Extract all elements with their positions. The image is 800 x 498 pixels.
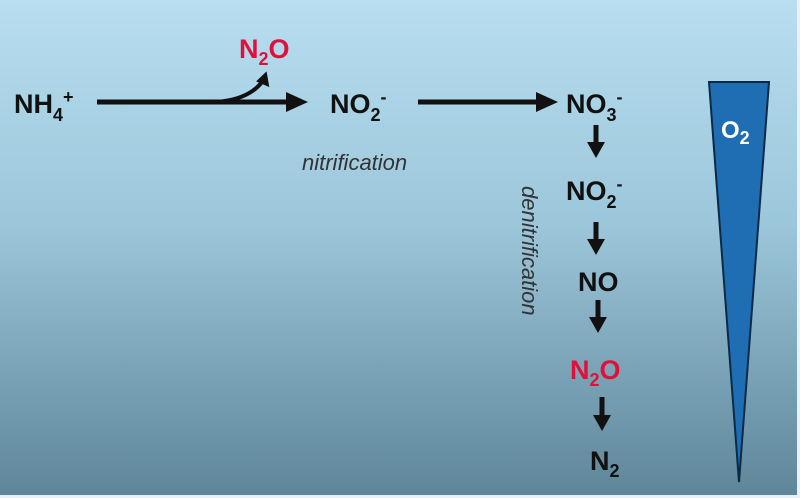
denitrification-arrow-2 [587, 222, 605, 255]
oxygen-gradient-wedge [707, 81, 771, 483]
nitrification-arrow-2 [418, 92, 558, 112]
denitrification-arrow-3 [589, 300, 607, 333]
denitrification-nitrite-label: NO2- [566, 174, 623, 212]
nitrite-label: NO2- [330, 87, 387, 125]
oxygen-label: O2 [721, 117, 750, 148]
nitrification-arrow-1 [97, 71, 308, 112]
nitrification-label: nitrification [302, 150, 407, 175]
denitrification-label: denitrification [517, 186, 542, 316]
right-edge [797, 0, 800, 498]
ammonium-label: NH4+ [14, 87, 74, 125]
dinitrogen-label: N2 [590, 446, 620, 481]
nitric-oxide-label: NO [578, 267, 619, 297]
denitrification-arrow-1 [587, 125, 605, 158]
denitrification-arrow-4 [593, 397, 611, 431]
nitrous-oxide-label: N2O [570, 355, 621, 390]
nitrous-oxide-byproduct: N2O [239, 34, 290, 69]
nitrate-label: NO3- [566, 87, 623, 125]
bottom-edge [0, 495, 800, 498]
